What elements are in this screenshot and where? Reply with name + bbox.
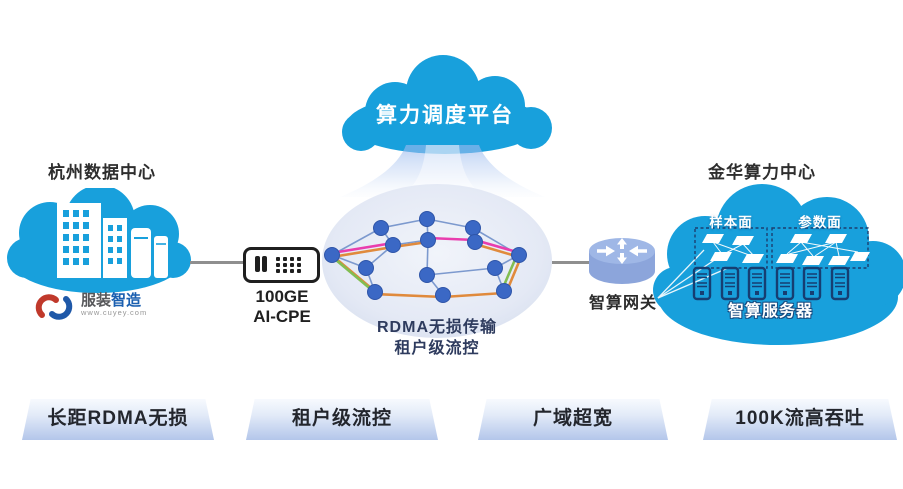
scheduler-cloud-label: 算力调度平台 bbox=[376, 104, 514, 127]
cpe-device-icon bbox=[243, 247, 320, 283]
scheduler-cloud-icon bbox=[342, 55, 552, 154]
servers-label: 智算服务器 bbox=[727, 303, 813, 320]
mesh-label-line2: 租户级流控 bbox=[394, 340, 480, 357]
gateway-label: 智算网关 bbox=[588, 295, 657, 312]
gateway-router-icon bbox=[589, 238, 655, 284]
right-datacenter-cloud-icon bbox=[653, 184, 903, 345]
switch-icons bbox=[702, 234, 870, 265]
buildings-icon bbox=[57, 203, 168, 278]
right-site-title: 金华算力中心 bbox=[708, 163, 816, 182]
wan-mesh-graphic bbox=[322, 184, 552, 338]
param-plane-label: 参数面 bbox=[798, 215, 842, 230]
plane-boxes bbox=[694, 227, 869, 269]
server-dots bbox=[700, 291, 842, 295]
sample-plane-label: 样本面 bbox=[709, 215, 753, 230]
mesh-label-line1: RDMA无损传输 bbox=[377, 319, 497, 336]
logo-name-blue: 智造 bbox=[111, 292, 142, 309]
company-logo: 服装智造 www.cuyey.com bbox=[35, 290, 170, 324]
banner-wan-ultra-broadband-label: 广域超宽 bbox=[532, 408, 613, 429]
logo-name-gray: 服装 bbox=[81, 292, 112, 309]
banner-tenant-flow-control-label: 租户级流控 bbox=[291, 408, 392, 429]
cpe-label-line1: 100GE bbox=[255, 287, 309, 306]
beam-funnel bbox=[340, 145, 545, 197]
banner-long-distance-rdma-label: 长距RDMA无损 bbox=[47, 408, 189, 429]
left-site-title: 杭州数据中心 bbox=[48, 163, 156, 182]
banner-tenant-flow-control: 租户级流控 bbox=[246, 399, 438, 440]
banner-long-distance-rdma: 长距RDMA无损 bbox=[22, 399, 214, 440]
company-logo-mark bbox=[35, 294, 73, 320]
server-vents bbox=[697, 273, 845, 288]
router-arrows-icon bbox=[597, 238, 647, 264]
banner-wan-ultra-broadband: 广域超宽 bbox=[478, 399, 668, 440]
cpe-label-line2: AI-CPE bbox=[253, 307, 311, 326]
banner-100k-flow-throughput: 100K流高吞吐 bbox=[703, 399, 897, 440]
logo-url: www.cuyey.com bbox=[81, 308, 148, 317]
mesh-nodes bbox=[324, 211, 527, 303]
link-cloud-to-cpe bbox=[190, 261, 243, 264]
server-icons bbox=[692, 266, 850, 301]
left-datacenter-cloud-icon bbox=[7, 188, 191, 293]
banner-100k-flow-throughput-label: 100K流高吞吐 bbox=[735, 408, 865, 429]
link-mesh-to-gateway bbox=[552, 261, 590, 264]
